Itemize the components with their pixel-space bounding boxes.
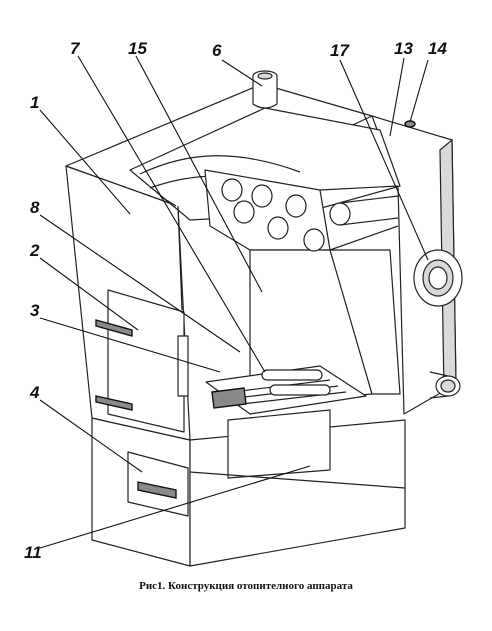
callout-1: 1 bbox=[30, 93, 39, 112]
callout-6: 6 bbox=[212, 41, 222, 60]
callout-15: 15 bbox=[128, 39, 147, 58]
leader-lines bbox=[39, 55, 429, 549]
heat-tubes bbox=[221, 178, 399, 252]
grate bbox=[205, 365, 367, 415]
front-post bbox=[159, 195, 183, 311]
callout-8: 8 bbox=[30, 198, 40, 217]
ash-door bbox=[127, 451, 189, 517]
callout-3: 3 bbox=[30, 301, 40, 320]
callout-7: 7 bbox=[70, 39, 81, 58]
fire-door bbox=[95, 289, 189, 433]
heater-drawing: 1 2 3 4 6 7 8 11 13 14 15 17 bbox=[24, 39, 463, 567]
callout-2: 2 bbox=[29, 241, 40, 260]
flue-pipe bbox=[252, 70, 278, 109]
callout-14: 14 bbox=[428, 39, 447, 58]
base-frame bbox=[91, 409, 406, 567]
callout-13: 13 bbox=[394, 39, 413, 58]
side-sight-glass bbox=[413, 249, 463, 307]
callout-labels: 1 2 3 4 6 7 8 11 13 14 15 17 bbox=[24, 39, 447, 562]
callout-4: 4 bbox=[29, 383, 40, 402]
callout-17: 17 bbox=[330, 41, 350, 60]
figure-caption: Рис1. Конструкция отопителного аппарата bbox=[139, 580, 353, 592]
callout-11: 11 bbox=[24, 543, 42, 562]
lower-nozzle bbox=[429, 371, 461, 399]
